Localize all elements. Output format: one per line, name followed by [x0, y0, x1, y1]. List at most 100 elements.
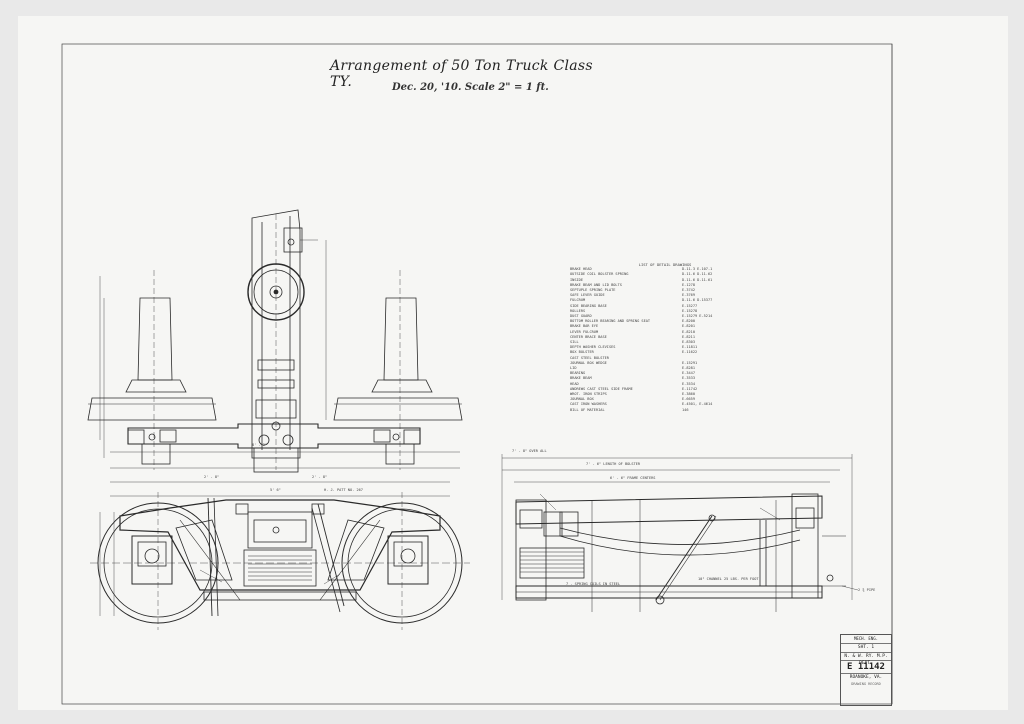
detail-name: HEAD	[570, 381, 579, 386]
bolster-length-note: 7' - 6" LENGTH OF BOLSTER	[586, 462, 641, 466]
title-block: MECH. ENG. SHT. 1 N. & W. RY. M.P. DEPT.…	[840, 634, 892, 706]
detail-ref: E-3533	[682, 376, 695, 381]
detail-list-row: BEARING E-3447	[570, 371, 740, 376]
detail-ref: E-8201	[682, 324, 695, 329]
detail-ref: E-8281	[682, 366, 695, 371]
title-block-dept: N. & W. RY. M.P. DEPT.	[841, 653, 891, 666]
detail-list-row: LID E-8281	[570, 366, 740, 371]
pipe-note: 2 ¾ PIPE	[858, 588, 876, 592]
side-elevation-view	[90, 481, 470, 630]
detail-name: FULCRUM	[570, 298, 586, 303]
dimension-note-3: 8' - 2"	[252, 443, 268, 447]
detail-list-row: INSIDE D-11.6 D-11.61	[570, 278, 740, 283]
detail-drawing-list: LIST OF DETAIL DRAWINGS BRAKE HEAD D-11.3…	[570, 262, 740, 413]
sheet-border	[61, 43, 893, 705]
wheel-base-note: 5' 6"	[270, 488, 281, 492]
detail-name: BRAKE BAR EYE	[570, 324, 599, 329]
detail-list-row: JOURNAL BOX E-6659	[570, 397, 740, 402]
spring-coils-note: 7 - SPRING COILS IN STEEL	[566, 582, 621, 586]
detail-ref: E-3742	[682, 288, 695, 293]
detail-name: INSIDE	[570, 277, 583, 282]
detail-name: BOX BOLSTER	[570, 350, 594, 355]
detail-list-row: HEAD E-3534	[570, 382, 740, 387]
detail-ref: E-4501, E-4614	[682, 402, 713, 407]
detail-ref: D-11.6 D-15377	[682, 298, 713, 303]
detail-ref: E-11811	[682, 345, 698, 350]
detail-ref: D-11.3 E-107-1	[682, 267, 713, 272]
detail-ref: 146	[682, 407, 689, 412]
detail-name: WROT. IRON STRIPS	[570, 392, 607, 397]
detail-ref: E-3534	[682, 381, 695, 386]
detail-list-row: BRAKE BEAM E-3533	[570, 376, 740, 381]
detail-ref: E-8210	[682, 329, 695, 334]
detail-list-row: ROLLERS E-15278	[570, 309, 740, 314]
detail-list-row: DEPTH WASHER CLEVISES E-11811	[570, 345, 740, 350]
detail-list-row: BRAKE BAR EYE E-8201	[570, 324, 740, 329]
title-block-stamp: DRAWING RECORD	[851, 682, 881, 686]
detail-ref: E-15277	[682, 303, 698, 308]
detail-list-row: BILL OF MATERIAL 146	[570, 408, 740, 413]
detail-name: JOURNAL BOX WEDGE	[570, 360, 607, 365]
drawing-number: E 11142	[841, 661, 891, 674]
detail-ref: E-6659	[682, 397, 695, 402]
detail-name: SIDE BEARING BASE	[570, 303, 607, 308]
detail-name: BEARING	[570, 371, 586, 376]
detail-name: ROLLERS	[570, 308, 586, 313]
detail-list-row: BOTTOM ROLLER BEARING AND SPRING SEAT E-8…	[570, 319, 740, 324]
detail-name: BRAKE HEAD	[570, 267, 592, 272]
detail-name: CENTER BRACE BASE	[570, 334, 607, 339]
title-block-line2: SHT. 1	[841, 644, 891, 653]
detail-ref: E-3860	[682, 392, 695, 397]
detail-list-row: BRAKE HEAD D-11.3 E-107-1	[570, 267, 740, 272]
drawing-sheet	[18, 16, 1008, 710]
detail-ref: E-15291	[682, 360, 698, 365]
detail-name: JOURNAL BOX	[570, 397, 594, 402]
title-block-line1: MECH. ENG.	[841, 635, 891, 644]
detail-list-row: BOX BOLSTER E-11622	[570, 350, 740, 355]
detail-list-row: SIDE BEARING BASE E-15277	[570, 304, 740, 309]
detail-name: OUTSIDE COIL BOLSTER SPRING	[570, 272, 629, 277]
detail-ref: E-8200	[682, 319, 695, 324]
pattern-note: H. J. PATT NO. 267	[324, 488, 363, 492]
detail-name: SAFE LEVER GUIDE	[570, 293, 605, 298]
detail-name: BOTTOM ROLLER BEARING AND SPRING SEAT	[570, 319, 651, 324]
detail-list-row: SAFE LEVER GUIDE E-3769	[570, 293, 740, 298]
detail-name: SILL	[570, 340, 579, 345]
longitudinal-section-view	[501, 454, 859, 612]
overall-length-note: 7' - 8" OVER ALL	[512, 449, 547, 453]
detail-name: CAST IRON WASHERS	[570, 402, 607, 407]
detail-list-row: LEVER FULCRUM E-8210	[570, 330, 740, 335]
detail-ref: D-11.6 D-11.61	[682, 277, 713, 282]
end-elevation-view	[87, 209, 463, 473]
detail-list-row: CAST STEEL BOLSTER	[570, 356, 740, 361]
detail-name: DEPTH WASHER CLEVISES	[570, 345, 616, 350]
detail-name: LID	[570, 366, 577, 371]
detail-name: CAST STEEL BOLSTER	[570, 355, 609, 360]
detail-list-row: SILL E-8303	[570, 340, 740, 345]
detail-ref: E-3769	[682, 293, 695, 298]
dimension-note-2: 2' - 8"	[312, 475, 328, 479]
detail-name: LEVER FULCRUM	[570, 329, 599, 334]
detail-list-row: CAST IRON WASHERS E-4501, E-4614	[570, 402, 740, 407]
detail-ref: E-11622	[682, 350, 698, 355]
title-block-place: ROANOKE, VA.	[849, 675, 883, 680]
detail-ref: E-15278	[682, 308, 698, 313]
detail-ref: E-3447	[682, 371, 695, 376]
channel-note: 10" CHANNEL 25 LBS. PER FOOT	[698, 577, 759, 581]
detail-name: BRAKE BEAM	[570, 376, 592, 381]
detail-name: BILL OF MATERIAL	[570, 407, 605, 412]
detail-list-row: FULCRUM D-11.6 D-15377	[570, 298, 740, 303]
detail-list-row: JOURNAL BOX WEDGE E-15291	[570, 361, 740, 366]
detail-ref: E-8303	[682, 340, 695, 345]
detail-ref: E-11742	[682, 386, 698, 391]
detail-list-heading: LIST OF DETAIL DRAWINGS	[638, 262, 692, 267]
detail-list-row: WROT. IRON STRIPS E-3860	[570, 392, 740, 397]
detail-ref: E-1278	[682, 282, 695, 287]
